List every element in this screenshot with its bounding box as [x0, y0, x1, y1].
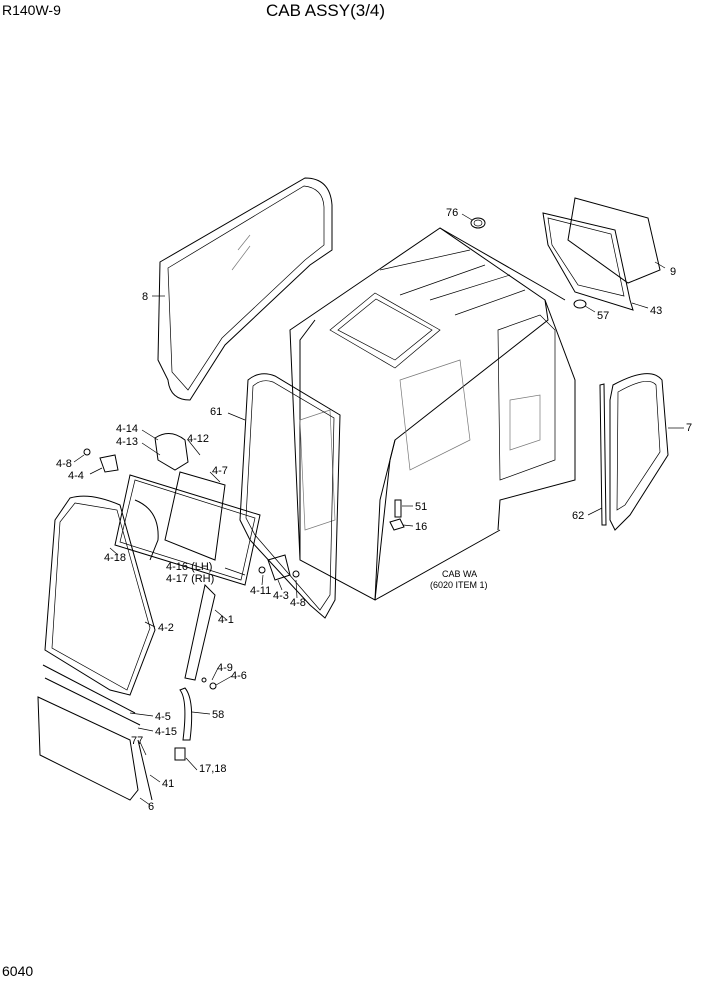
- leader-lines: [73, 213, 684, 806]
- callout-4-14: 4-14: [116, 423, 138, 435]
- side-glass-7: [599, 373, 669, 531]
- glass-8: [157, 177, 333, 401]
- callout-51: 51: [415, 501, 427, 513]
- callout-4-13: 4-13: [116, 436, 138, 448]
- door-seal-61: [239, 373, 341, 619]
- callout-4-1: 4-1: [218, 614, 234, 626]
- callout-4-7: 4-7: [212, 465, 228, 477]
- callout-58: 58: [212, 709, 224, 721]
- callout-77: 77: [131, 735, 143, 747]
- callout-4-17-rh: 4-17 (RH): [166, 573, 214, 585]
- callout-61: 61: [210, 406, 222, 418]
- model-code: R140W-9: [2, 2, 61, 18]
- cab-frame: [289, 227, 576, 601]
- callout-4-11: 4-11: [250, 585, 271, 597]
- callout-4-6: 4-6: [231, 670, 247, 682]
- callout-4-2: 4-2: [158, 622, 174, 634]
- callout-4-8-left: 4-8: [56, 458, 72, 470]
- note-line2: (6020 ITEM 1): [430, 580, 488, 590]
- reference-note: CAB WA (6020 ITEM 1): [430, 569, 488, 590]
- callout-6: 6: [148, 801, 154, 813]
- callout-9: 9: [670, 266, 676, 278]
- callout-labels: 76 9 43 57 8 7 61 62 4-14 4-13 4-12 4-8 …: [56, 207, 692, 813]
- callout-4-16-lh: 4-16 (LH): [166, 561, 212, 573]
- callout-4-3: 4-3: [273, 590, 289, 602]
- callout-7: 7: [686, 422, 692, 434]
- callout-4-12: 4-12: [187, 433, 209, 445]
- callout-8: 8: [142, 291, 148, 303]
- callout-4-4: 4-4: [68, 470, 84, 482]
- callout-4-9: 4-9: [217, 662, 233, 674]
- note-line1: CAB WA: [442, 569, 477, 579]
- callout-4-15: 4-15: [155, 726, 177, 738]
- callout-57: 57: [597, 310, 609, 322]
- callout-4-5: 4-5: [155, 711, 171, 723]
- callout-4-18: 4-18: [104, 552, 126, 564]
- page-number: 6040: [2, 963, 34, 979]
- callout-17-18: 17,18: [199, 763, 227, 775]
- callout-41: 41: [162, 778, 174, 790]
- callout-4-8-right: 4-8: [290, 597, 306, 609]
- callout-62: 62: [572, 510, 584, 522]
- callout-16: 16: [415, 521, 427, 533]
- page-title: CAB ASSY(3/4): [266, 1, 386, 20]
- callout-76: 76: [446, 207, 458, 219]
- callout-43: 43: [650, 305, 662, 317]
- door-parts: [37, 433, 405, 801]
- roof-window-set: [470, 197, 661, 311]
